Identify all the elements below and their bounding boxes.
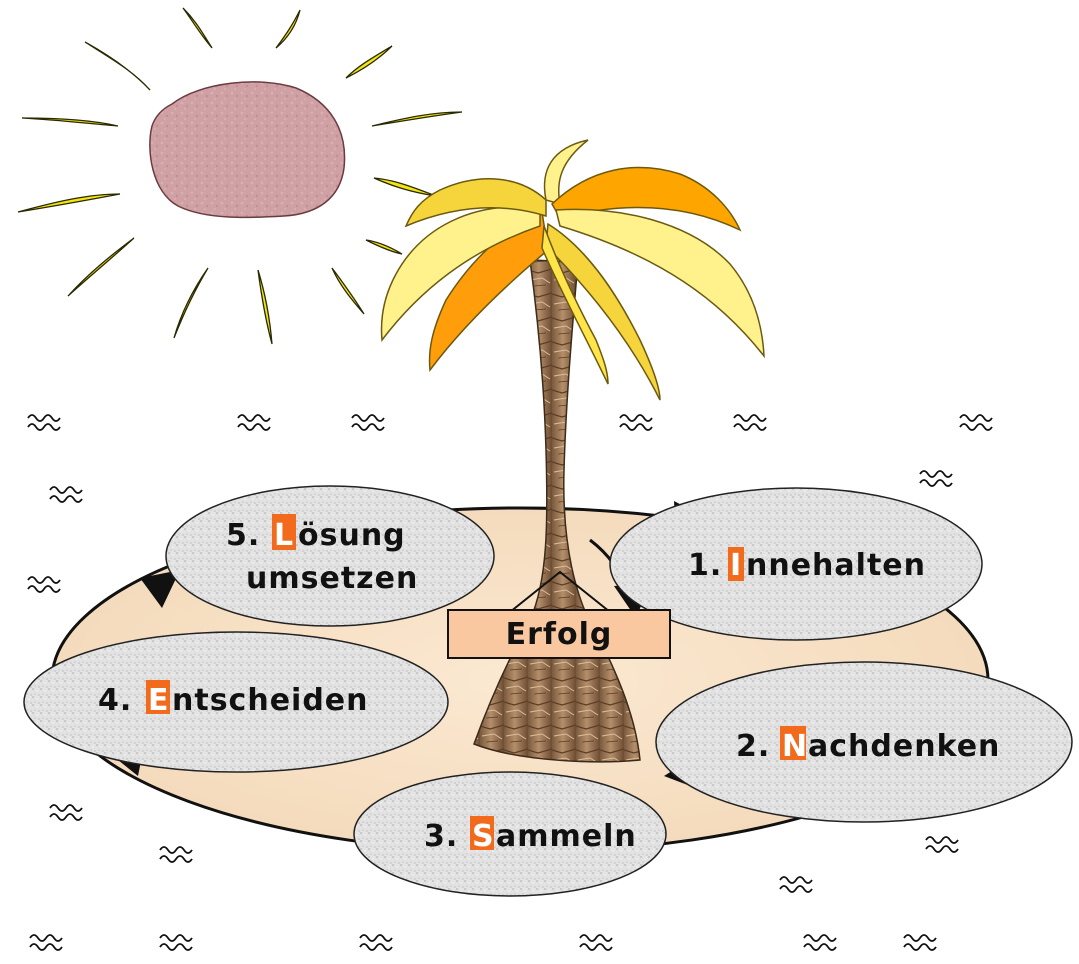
step-4-initial: E [148, 683, 169, 718]
step-2-text: achdenken [808, 729, 1000, 764]
step-5-number: 5. [226, 518, 260, 553]
wave-mark [238, 415, 270, 430]
wave-mark [580, 935, 612, 950]
wave-mark [960, 415, 992, 430]
wave-mark [920, 471, 952, 486]
wave-mark [160, 935, 192, 950]
step-3-label: 3. S ammeln [424, 816, 637, 854]
wave-mark [30, 935, 62, 950]
wave-mark [160, 847, 192, 862]
wave-mark [804, 935, 836, 950]
step-1-text: nnehalten [746, 548, 926, 583]
wave-mark [926, 837, 958, 852]
step-5-text-line2: umsetzen [246, 561, 418, 596]
step-3-text: ammeln [496, 819, 637, 854]
wave-mark [352, 415, 384, 430]
sign-label: Erfolg [506, 617, 613, 652]
step-1-number: 1. [688, 548, 722, 583]
step-5-initial: L [274, 518, 293, 553]
step-2-number: 2. [736, 729, 770, 764]
wave-mark [28, 415, 60, 430]
step-2-initial: N [782, 729, 807, 764]
palm-leaves [382, 140, 764, 400]
step-4-text: ntscheiden [172, 683, 369, 718]
step-1-initial: I [730, 548, 741, 583]
wave-mark [360, 935, 392, 950]
sun-disc [150, 82, 345, 217]
wave-mark [50, 487, 82, 502]
wave-mark [904, 935, 936, 950]
wave-mark [28, 577, 60, 592]
wave-mark [620, 415, 652, 430]
wave-mark [780, 877, 812, 892]
step-5-text: ösung [298, 518, 406, 553]
step-4-number: 4. [98, 683, 132, 718]
step-3-number: 3. [424, 819, 458, 854]
step-3-initial: S [472, 819, 494, 854]
wave-mark [50, 805, 82, 820]
step-5-node [166, 486, 494, 626]
wave-mark [734, 415, 766, 430]
